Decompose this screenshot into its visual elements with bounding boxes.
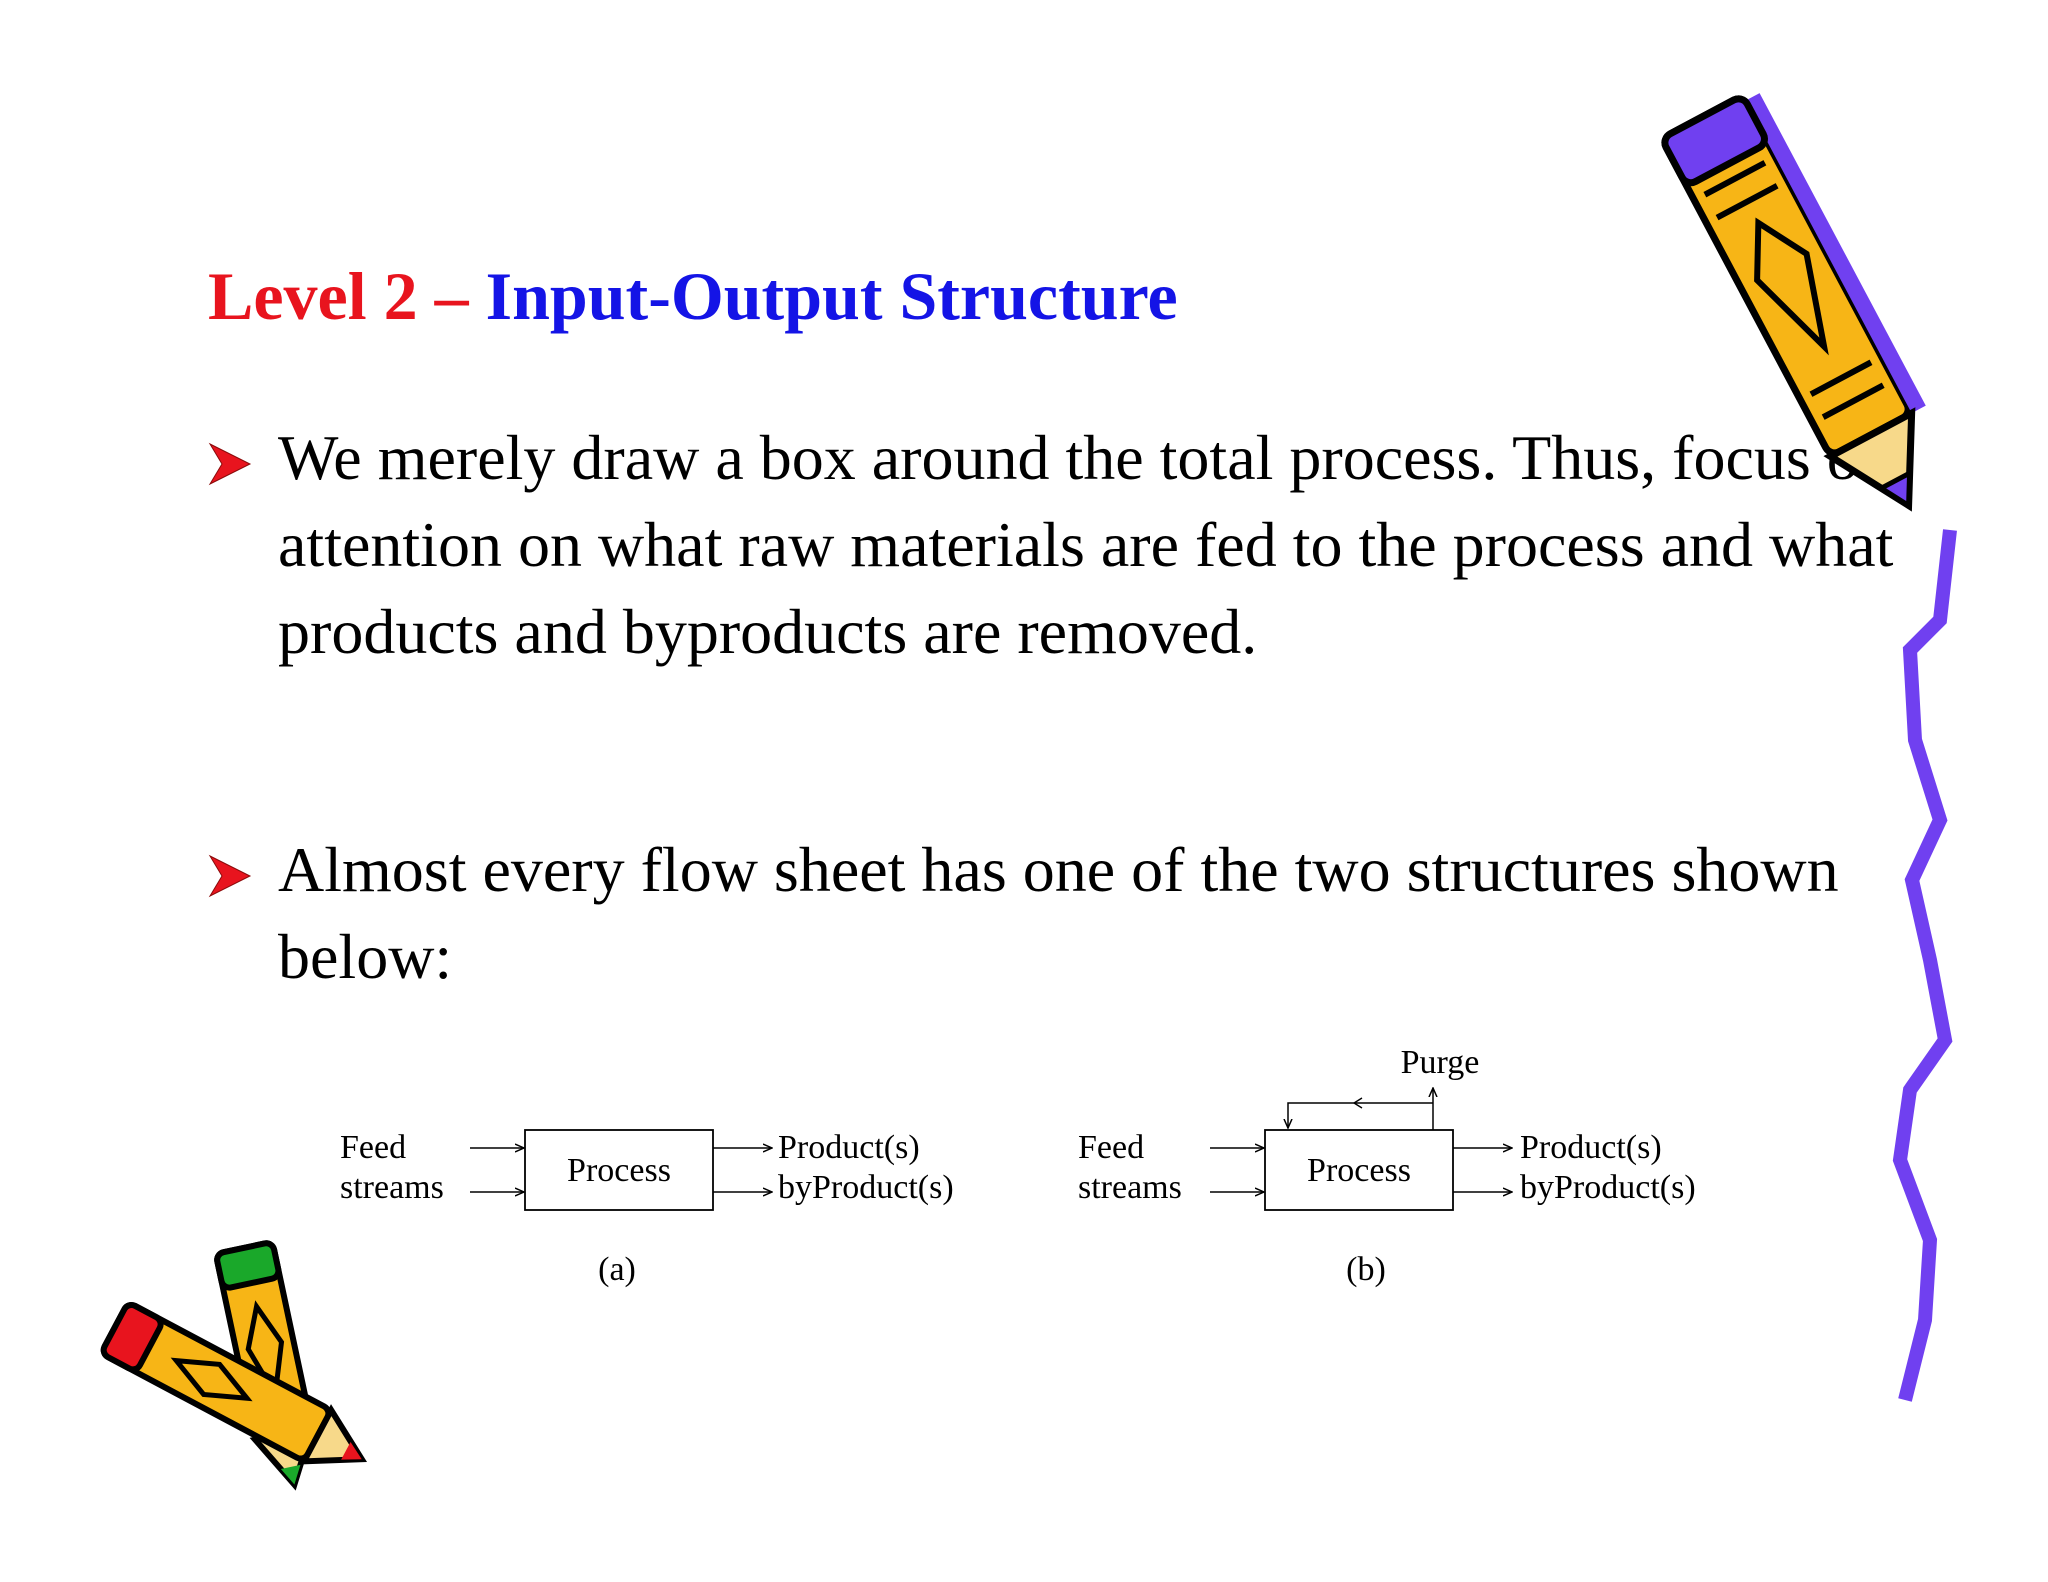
process-box <box>1264 1129 1454 1211</box>
process-label: Process <box>567 1152 671 1189</box>
caption-a: (a) <box>598 1251 636 1288</box>
feed-label: Feed <box>340 1129 406 1166</box>
byproduct-label: byProduct(s) <box>778 1169 954 1206</box>
purge-label: Purge <box>1401 1044 1480 1081</box>
pencil-icon <box>1661 93 1926 512</box>
streams-label: streams <box>1078 1169 1182 1206</box>
crossed-pencils-icon <box>100 1240 368 1491</box>
product-label: Product(s) <box>778 1129 920 1166</box>
bullet-text: We merely draw a box around the total pr… <box>278 422 1913 667</box>
diagram-b: Feed streams Process Product(s) byProduc… <box>1078 1044 1696 1288</box>
recycle-direction-arrow <box>1352 1097 1363 1109</box>
arrowhead-bullet-icon <box>208 442 252 486</box>
product-label: Product(s) <box>1520 1129 1662 1166</box>
process-box <box>524 1129 714 1211</box>
bullet-text: Almost every flow sheet has one of the t… <box>278 834 1839 992</box>
byproduct-label: byProduct(s) <box>1520 1169 1696 1206</box>
title-main: Input-Output Structure <box>485 258 1178 334</box>
streams-label: streams <box>340 1169 444 1206</box>
feed-label: Feed <box>1078 1129 1144 1166</box>
caption-b: (b) <box>1346 1251 1386 1288</box>
diagram-a: Feed streams Process Product(s) byProduc… <box>340 1129 954 1288</box>
recycle-loop <box>1288 1102 1433 1128</box>
slide-title: Level 2 – Input-Output Structure <box>208 262 1178 330</box>
process-label: Process <box>1307 1152 1411 1189</box>
arrowhead-bullet-icon <box>208 854 252 898</box>
wavy-line-icon <box>1892 529 1957 1402</box>
title-prefix: Level 2 – <box>208 258 486 334</box>
